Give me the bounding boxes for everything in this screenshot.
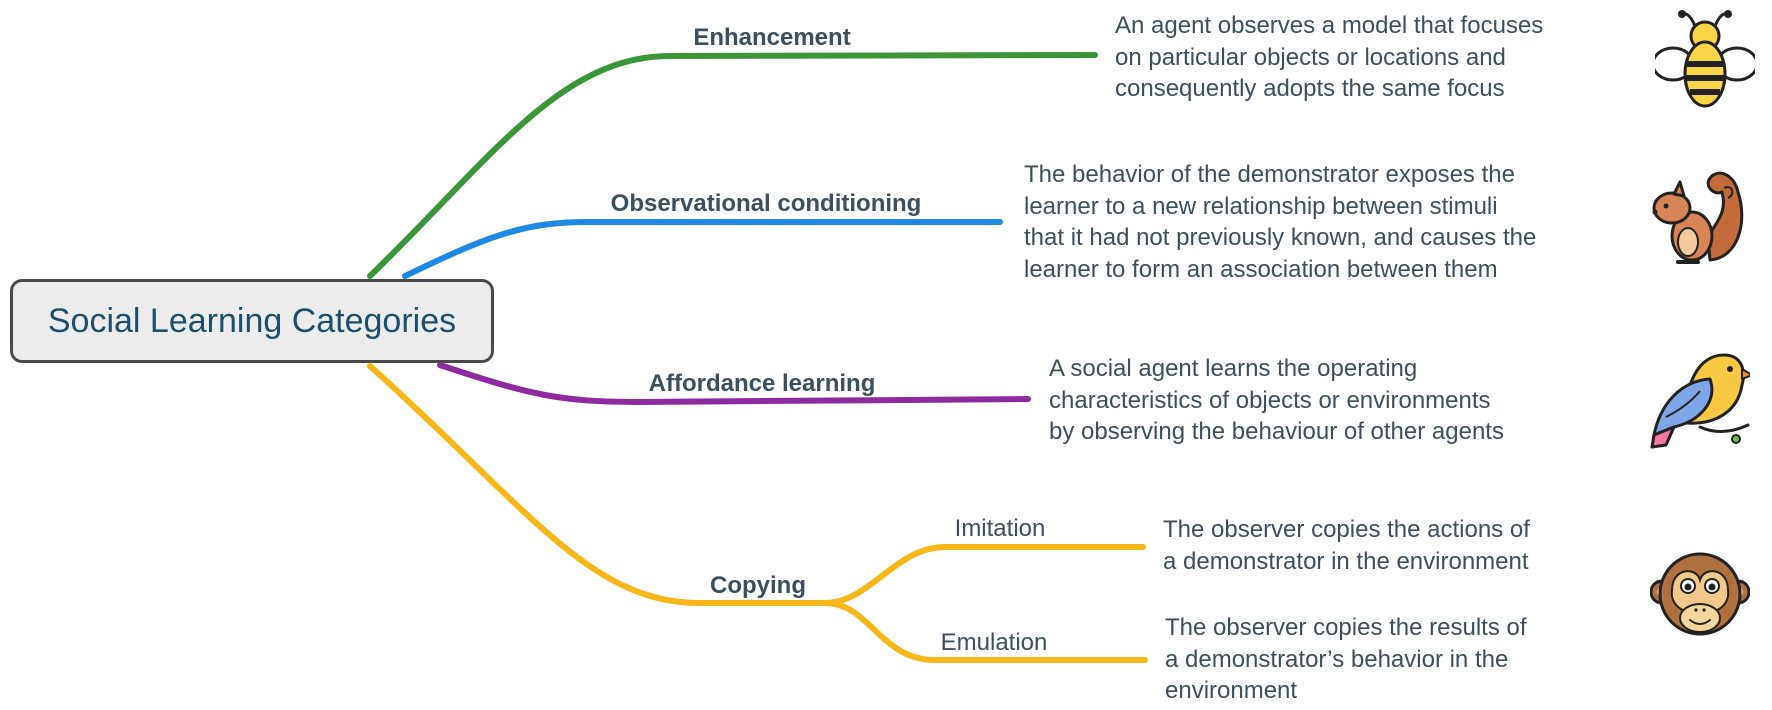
enhancement-connector	[367, 52, 1098, 279]
bee-icon	[1655, 10, 1755, 108]
enhancement-label[interactable]: Enhancement	[693, 24, 851, 51]
root-node[interactable]: Social Learning Categories	[10, 279, 494, 363]
enhancement-description: An agent observes a model that focuses o…	[1115, 12, 1544, 102]
observational-conditioning-label[interactable]: Observational conditioning	[610, 190, 922, 217]
imitation-label[interactable]: Imitation	[954, 515, 1046, 542]
affordance-learning-description: A social agent learns the operating char…	[1049, 355, 1504, 445]
emulation-label[interactable]: Emulation	[940, 629, 1048, 656]
emulation-description: The observer copies the results of a dem…	[1165, 614, 1527, 704]
copying-label[interactable]: Copying	[710, 572, 806, 599]
observational-conditioning-connector	[402, 219, 1003, 279]
bird-icon	[1650, 353, 1750, 449]
affordance-learning-connector	[437, 362, 1031, 406]
root-node-label: Social Learning Categories	[47, 301, 457, 340]
observational-conditioning-description: The behavior of the demonstrator exposes…	[1024, 161, 1537, 283]
emulation-connector	[822, 600, 1148, 663]
imitation-description: The observer copies the actions of a dem…	[1163, 516, 1530, 575]
squirrel-icon	[1652, 171, 1744, 264]
monkey-icon	[1650, 552, 1750, 636]
copying-connector	[367, 363, 828, 606]
affordance-learning-label[interactable]: Affordance learning	[648, 370, 876, 397]
imitation-connector	[822, 544, 1146, 606]
